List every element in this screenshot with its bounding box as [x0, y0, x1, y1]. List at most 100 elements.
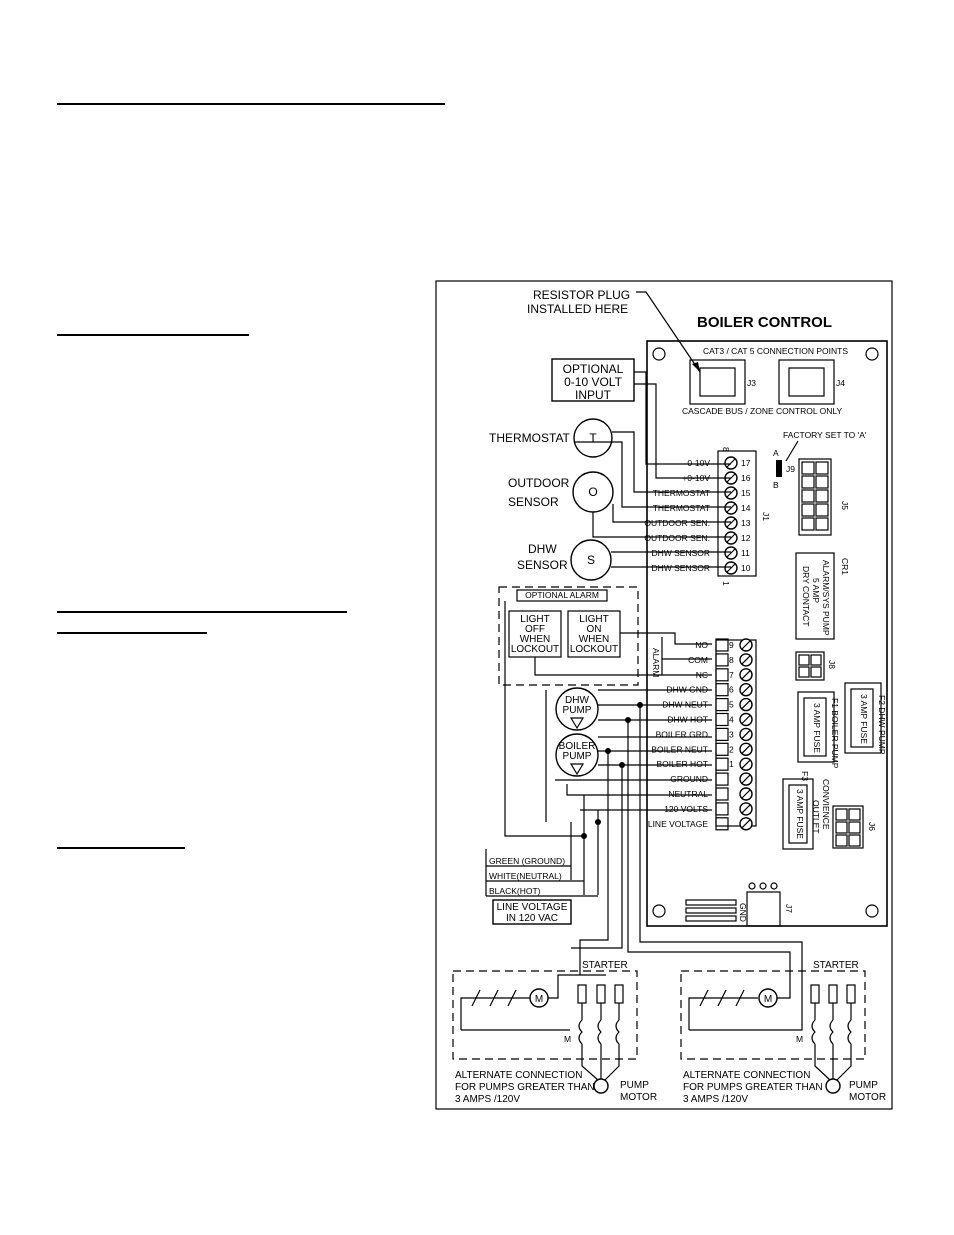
starter-2-contactor: M [796, 1034, 803, 1044]
j1-terminal-label: OUTDOOR SEN. [644, 518, 710, 528]
thermostat-symbol-letter: T [589, 431, 597, 445]
section-rule-1 [57, 103, 445, 105]
power-terminal-number: 3 [729, 729, 734, 739]
fuse-f2-rating: 3 AMP FUSE [859, 694, 869, 744]
fuse-f3-holder [788, 784, 808, 844]
light-off-3: WHEN [520, 634, 551, 645]
fuse-f1 [797, 691, 835, 763]
jack-j4-inner [788, 367, 825, 397]
power-terminal-label: COM [688, 655, 708, 665]
gnd-strip-3 [685, 915, 737, 922]
power-terminal-number: 6 [729, 685, 734, 695]
j1-label: J1 [761, 512, 771, 521]
resistor-plug-label-2: INSTALLED HERE [527, 302, 628, 316]
light-off-4: LOCKOUT [511, 644, 559, 655]
j1-terminal-label: DHW SENSOR [651, 563, 710, 573]
light-on-4: LOCKOUT [570, 644, 618, 655]
power-screw-slot [741, 700, 751, 710]
boiler-pump-label-1: BOILER [559, 741, 596, 752]
dhw-pump-label-2: PUMP [563, 705, 592, 716]
boiler-pump-symbol [555, 733, 599, 777]
alarm-relay-line-1: ALARM/SYS PUMP [821, 560, 831, 636]
power-terminal-label: GROUND [670, 774, 708, 784]
j7-pin-1 [748, 882, 756, 890]
power-terminal-box [715, 727, 729, 742]
j1-screw-slot [726, 548, 736, 558]
connector-j6-label: J6 [867, 822, 877, 831]
power-screw-slot [741, 715, 751, 724]
power-terminal-box [715, 802, 729, 816]
j1-terminal-label: THERMOSTAT [653, 488, 710, 498]
alt-connection-1-line-2: FOR PUMPS GREATER THAN [455, 1082, 595, 1093]
fuse-f2-label: F2 DHW PUMP [877, 695, 887, 755]
jack-j4-label: J4 [836, 378, 845, 388]
mount-hole-br [865, 904, 879, 918]
starter-2-label: STARTER [813, 960, 859, 971]
light-off-1: LIGHT [520, 614, 549, 625]
light-off-2: OFF [525, 624, 545, 635]
jack-j4 [778, 359, 835, 405]
light-on-box [567, 610, 621, 658]
starter-1 [452, 970, 638, 1094]
boiler-pump-arrow [569, 763, 585, 776]
sensor-wiring [574, 371, 731, 568]
power-terminal-label: LINE VOLTAGE [648, 819, 708, 829]
connection-points-label: CAT3 / CAT 5 CONNECTION POINTS [703, 346, 848, 356]
j1-terminal-number: 16 [741, 473, 751, 483]
power-terminal-label: 120 VOLTS [664, 804, 708, 814]
terminal-strip-j1 [717, 450, 757, 577]
power-terminal-label: BOILER GRD [656, 729, 708, 739]
fuse-f2 [844, 682, 882, 754]
optional-input-line-3: INPUT [575, 388, 612, 402]
gnd-strip-2 [685, 907, 737, 914]
jack-j3-label: J3 [747, 378, 756, 388]
factory-set-label: FACTORY SET TO 'A' [783, 430, 867, 440]
wire-white: WHITE(NEUTRAL) [489, 871, 562, 881]
power-terminal-box [715, 772, 729, 786]
optional-input-line-2: 0-10 VOLT [564, 375, 622, 389]
jack-j3 [689, 359, 746, 405]
optional-alarm-title-box [516, 589, 608, 602]
connector-j8 [795, 651, 825, 681]
power-terminal-box [715, 653, 729, 667]
power-terminal-number: 2 [729, 744, 734, 754]
j1-terminal-number: 17 [741, 458, 751, 468]
power-terminal-number: 4 [729, 715, 734, 725]
connector-j5-label: J5 [840, 501, 850, 510]
alarm-wiring [534, 632, 712, 676]
power-screw-slot [741, 640, 751, 650]
power-screw-slot [741, 759, 751, 769]
j1-end-bottom: 1 [721, 581, 731, 586]
control-board [646, 340, 888, 927]
jumper-j9-label: J9 [786, 464, 795, 474]
power-terminal-box [715, 638, 729, 652]
line-voltage-box [492, 899, 572, 925]
outlet-label-1: CONVIENCE [821, 779, 831, 830]
pump-wiring [504, 601, 803, 990]
j1-terminal-number: 10 [741, 563, 751, 573]
connector-j7-label: J7 [784, 904, 794, 913]
fuse-f1-holder [803, 697, 827, 757]
alarm-relay [795, 552, 835, 640]
dhw-pump-arrow [569, 717, 585, 730]
pump-motor-2-line-1: PUMP [849, 1080, 878, 1091]
factory-set-arrow [785, 440, 799, 462]
wire-black: BLACK(HOT) [489, 886, 541, 896]
alarm-relay-id: CR1 [840, 558, 850, 575]
power-terminal-box [715, 787, 729, 801]
j1-screw-slot [726, 503, 736, 513]
j7-pin-2 [759, 882, 767, 890]
alt-connection-2-line-1: ALTERNATE CONNECTION [683, 1070, 810, 1081]
connector-j6 [832, 805, 864, 849]
optional-input-box [551, 358, 635, 402]
starter-1-motor: M [535, 994, 543, 1005]
power-screw-slot [741, 744, 751, 754]
dhw-sensor-symbol [570, 539, 612, 581]
j1-terminal-number: 12 [741, 533, 751, 543]
j1-terminal-label: OUTDOOR SEN. [644, 533, 710, 543]
optional-alarm-title: OPTIONAL ALARM [525, 590, 599, 600]
power-screw-slot [741, 729, 751, 739]
jumper-j9 [776, 460, 782, 477]
